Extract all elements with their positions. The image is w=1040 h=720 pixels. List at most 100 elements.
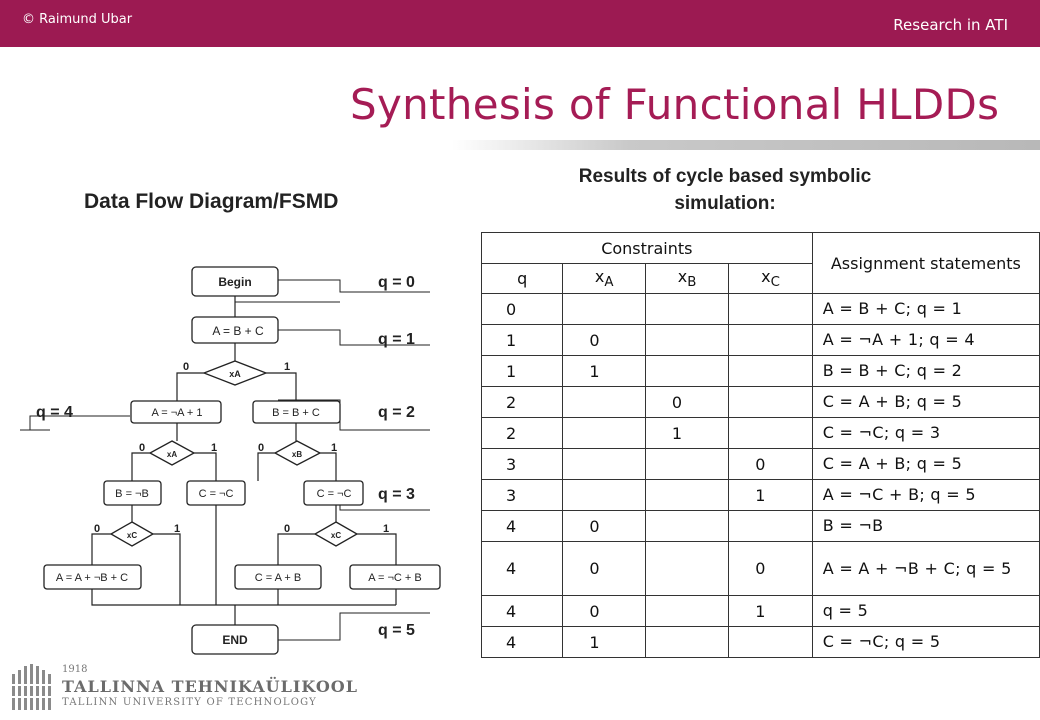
end-node [191,624,279,655]
cell-xb [644,479,730,511]
university-emblem-icon [12,664,51,710]
decision-xb [273,440,322,466]
decision-xc-1 [109,521,155,547]
begin-node-label: Begin [218,275,251,289]
branch-label-0: 0 [94,523,100,535]
cell-q: 3 [480,479,564,511]
cell-statement: A = ¬C + B; q = 5 [811,479,1040,511]
copyright-text: © Raimund Ubar [22,12,133,27]
right-heading-line-2: simulation: [674,193,776,214]
decision-xc-2-label: xC [331,531,341,540]
cell-q: 4 [480,510,564,542]
cell-xa: 1 [562,355,646,387]
cell-xc [728,324,813,356]
cell-statement: B = ¬B [811,510,1040,542]
logo-year: 1918 [62,664,88,675]
cell-xc [728,510,813,542]
right-heading-line-1: Results of cycle based symbolic [578,166,872,187]
decision-xc-2 [313,521,359,547]
cell-xb [644,448,730,480]
cell-xb [644,626,730,658]
cell-q: 1 [480,355,564,387]
cell-xa [562,448,646,480]
branch-label-1: 1 [383,523,389,535]
cell-statement: B = B + C; q = 2 [811,355,1040,387]
cell-xc: 1 [728,479,813,511]
assign-a-ncb-label: A = ¬C + B [368,572,422,584]
table-row: 2 0 C = A + B; q = 5 [480,386,1040,418]
state-label-q0: q = 0 [378,274,415,291]
col-header-q: q [480,263,564,294]
cell-q: 2 [480,417,564,449]
cell-q: 1 [480,324,564,356]
table-row: 2 1 C = ¬C; q = 3 [480,417,1040,449]
right-section-heading: Results of cycle based symbolic simulati… [520,163,930,217]
state-label-q1: q = 1 [378,331,415,348]
assign-c-neg-node-1 [186,480,246,506]
cell-xc [728,293,813,325]
branch-label-0: 0 [258,442,264,454]
cell-xc [728,355,813,387]
cell-statement: C = ¬C; q = 5 [811,626,1040,658]
cell-statement: C = A + B; q = 5 [811,448,1040,480]
assign-a-ncb-node [349,564,441,590]
end-node-label: END [222,633,248,647]
cell-xb [644,324,730,356]
cell-xa: 0 [562,324,646,356]
branch-label-0: 0 [139,442,145,454]
state-label-q4: q = 4 [36,404,73,421]
cell-xa [562,417,646,449]
cell-q: 4 [480,626,564,658]
left-section-heading: Data Flow Diagram/FSMD [84,190,339,213]
begin-node [191,266,279,297]
logo-name-en: TALLINN UNIVERSITY OF TECHNOLOGY [62,697,317,708]
branch-label-0: 0 [284,523,290,535]
cell-xa: 1 [562,626,646,658]
cell-statement: C = ¬C; q = 3 [811,417,1040,449]
cell-q: 2 [480,386,564,418]
assign-a-abc-label: A = A + ¬B + C [56,572,128,584]
state-label-q5: q = 5 [378,622,415,639]
slide-title: Synthesis of Functional HLDDs [350,80,1000,129]
cell-xc [728,386,813,418]
cell-xc: 1 [728,595,813,627]
assign-b-neg-label: B = ¬B [115,488,149,500]
cell-xa [562,293,646,325]
branch-label-0: 0 [183,361,189,373]
decision-xa-2 [148,440,196,466]
decision-xa-2-label: xA [167,450,177,459]
cell-xa [562,386,646,418]
cell-xb: 1 [644,417,730,449]
cell-q: 0 [480,293,564,325]
university-logo: 1918 TALLINNA TEHNIKAÜLIKOOL TALLINN UNI… [12,664,357,715]
cell-statement: C = A + B; q = 5 [811,386,1040,418]
cell-xb: 0 [644,386,730,418]
data-flow-diagram: Begin A = B + C xA 0 1 A = ¬A + 1 B = B … [20,266,441,655]
cell-xc: 0 [728,448,813,480]
assign-c-neg-node-2 [303,480,364,506]
cell-statement: A = A + ¬B + C; q = 5 [811,541,1040,596]
simulation-results-table: Constraints Assignment statements q xA x… [480,232,1040,658]
cell-xb [644,595,730,627]
state-label-q2: q = 2 [378,404,415,421]
branch-label-1: 1 [174,523,180,535]
research-label: Research in ATI [893,16,1008,34]
assign-a-neg-label: A = ¬A + 1 [151,407,202,419]
assign-c-neg-label-1: C = ¬C [199,488,234,500]
title-underline-shade [452,140,1040,150]
header-bar: © Raimund Ubar Research in ATI [0,0,1040,47]
branch-label-1: 1 [331,442,337,454]
assign-a-bc-label: A = B + C [212,324,264,338]
cell-xa: 0 [562,595,646,627]
cell-xb [644,510,730,542]
assign-a-abc-node [43,564,142,590]
assign-a-bc-node [191,316,279,344]
assign-b-bc-node [252,400,341,424]
